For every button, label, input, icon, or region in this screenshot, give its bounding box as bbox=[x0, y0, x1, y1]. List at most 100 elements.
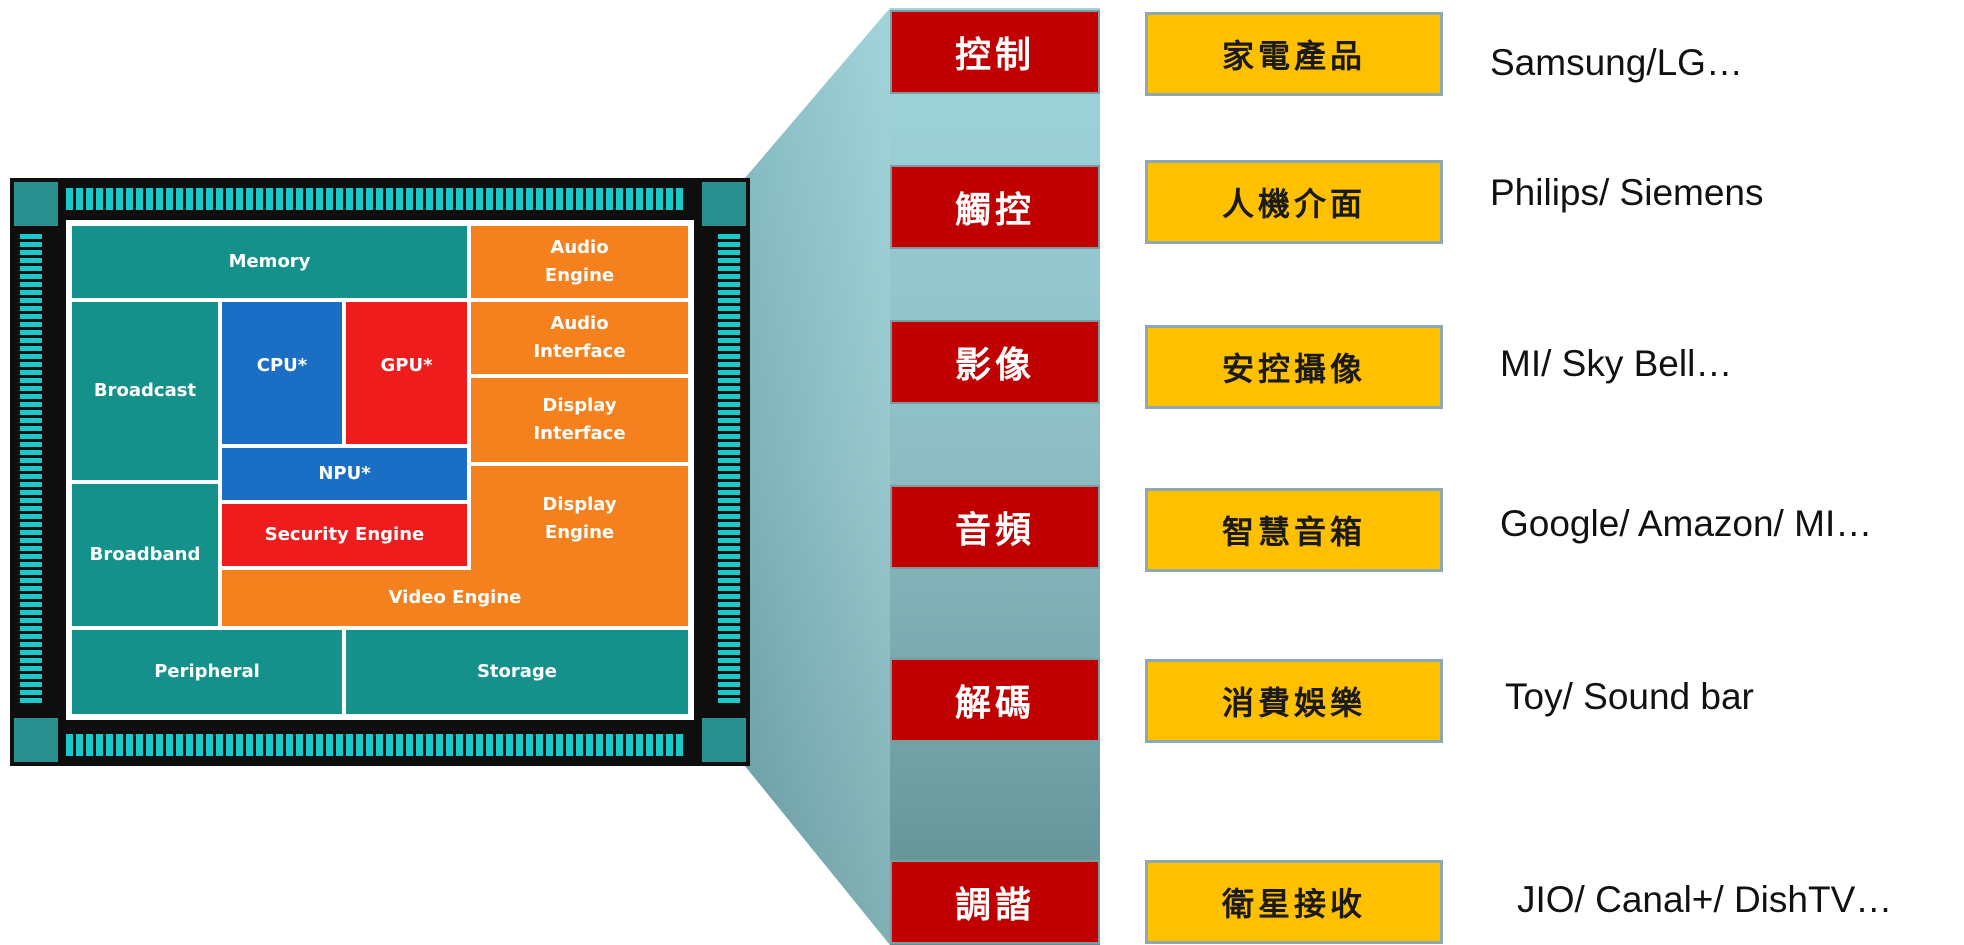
chip-pin bbox=[20, 506, 42, 511]
chip-pin bbox=[718, 602, 740, 607]
chip-pin bbox=[396, 188, 403, 210]
chip-corner bbox=[14, 718, 58, 762]
chip-pin bbox=[196, 188, 203, 210]
function-label: 控制 bbox=[890, 10, 1100, 94]
chip-pin bbox=[116, 734, 123, 756]
chip-pin bbox=[506, 734, 513, 756]
chip-pin bbox=[136, 734, 143, 756]
chip-pin bbox=[316, 734, 323, 756]
chip-pin bbox=[20, 458, 42, 463]
chip-pin bbox=[20, 402, 42, 407]
chip-pin bbox=[416, 734, 423, 756]
chip-pin bbox=[476, 188, 483, 210]
vendor-text: Toy/ Sound bar bbox=[1505, 676, 1754, 717]
chip-pin bbox=[718, 650, 740, 655]
chip-pin bbox=[266, 188, 273, 210]
chip-pin bbox=[526, 188, 533, 210]
chip-pin bbox=[20, 642, 42, 647]
vendor-text: Philips/ Siemens bbox=[1490, 172, 1764, 213]
chip-pin bbox=[626, 734, 633, 756]
chip-pin bbox=[256, 188, 263, 210]
chip-pin bbox=[20, 514, 42, 519]
chip-pin bbox=[656, 188, 663, 210]
chip-pin bbox=[718, 234, 740, 239]
chip-pin bbox=[106, 188, 113, 210]
chip-pin bbox=[20, 362, 42, 367]
chip-pin bbox=[20, 658, 42, 663]
chip-pin bbox=[266, 734, 273, 756]
chip-pin bbox=[86, 188, 93, 210]
function-label: 解碼 bbox=[890, 658, 1100, 742]
chip-pin bbox=[20, 418, 42, 423]
chip-pin bbox=[718, 506, 740, 511]
chip-pin bbox=[20, 330, 42, 335]
chip-pin bbox=[316, 188, 323, 210]
chip-pin bbox=[396, 734, 403, 756]
chip-pin bbox=[718, 538, 740, 543]
chip-pin bbox=[718, 290, 740, 295]
chip-pin bbox=[20, 346, 42, 351]
chip-pin bbox=[20, 690, 42, 695]
chip-pin bbox=[96, 188, 103, 210]
chip-pin bbox=[606, 734, 613, 756]
block-security-engine: Security Engine bbox=[222, 504, 467, 566]
chip-pin bbox=[216, 188, 223, 210]
block-display-interface: Display Interface bbox=[471, 378, 688, 462]
pin-row-top bbox=[66, 188, 683, 210]
chip-pin bbox=[306, 734, 313, 756]
chip-pin bbox=[446, 188, 453, 210]
chip-pin bbox=[126, 734, 133, 756]
vendor-text: JIO/ Canal+/ DishTV… bbox=[1517, 879, 1893, 920]
chip-pin bbox=[276, 734, 283, 756]
chip-pin bbox=[718, 594, 740, 599]
chip-pin bbox=[718, 514, 740, 519]
chip-pin bbox=[116, 188, 123, 210]
chip-pin bbox=[20, 634, 42, 639]
chip-pin bbox=[20, 682, 42, 687]
chip-pin bbox=[718, 386, 740, 391]
chip-pin bbox=[20, 274, 42, 279]
chip-pin bbox=[66, 188, 73, 210]
category-label: 衛星接收 bbox=[1145, 860, 1443, 944]
chip-pin bbox=[576, 734, 583, 756]
chip-pin bbox=[366, 734, 373, 756]
chip-pin bbox=[426, 734, 433, 756]
chip-pin bbox=[718, 466, 740, 471]
chip-pin bbox=[20, 314, 42, 319]
block-audio-interface: Audio Interface bbox=[471, 302, 688, 374]
chip-pin bbox=[20, 282, 42, 287]
chip-pin bbox=[676, 734, 683, 756]
chip-pin bbox=[256, 734, 263, 756]
chip-pin bbox=[216, 734, 223, 756]
chip-pin bbox=[718, 610, 740, 615]
chip-pin bbox=[718, 330, 740, 335]
function-label: 音頻 bbox=[890, 485, 1100, 569]
chip-pin bbox=[186, 734, 193, 756]
category-label: 智慧音箱 bbox=[1145, 488, 1443, 572]
chip-pin bbox=[718, 586, 740, 591]
chip-pin bbox=[126, 188, 133, 210]
chip-pin bbox=[566, 734, 573, 756]
chip-pin bbox=[20, 394, 42, 399]
chip-pin bbox=[20, 386, 42, 391]
chip-pin bbox=[718, 522, 740, 527]
chip-pin bbox=[586, 188, 593, 210]
chip-pin bbox=[386, 188, 393, 210]
chip-pin bbox=[718, 394, 740, 399]
chip-pin bbox=[718, 642, 740, 647]
chip-pin bbox=[566, 188, 573, 210]
pin-column-right bbox=[718, 234, 740, 703]
chip-pin bbox=[20, 570, 42, 575]
chip-pin bbox=[20, 378, 42, 383]
chip-pin bbox=[606, 188, 613, 210]
chip-pin bbox=[546, 734, 553, 756]
chip-pin bbox=[20, 674, 42, 679]
chip-pin bbox=[718, 450, 740, 455]
vendor-text: MI/ Sky Bell… bbox=[1500, 343, 1733, 384]
chip-pin bbox=[676, 188, 683, 210]
block-broadcast: Broadcast bbox=[72, 302, 218, 480]
chip-pin bbox=[718, 658, 740, 663]
chip-pin bbox=[718, 322, 740, 327]
chip-pin bbox=[718, 634, 740, 639]
chip-pin bbox=[166, 734, 173, 756]
